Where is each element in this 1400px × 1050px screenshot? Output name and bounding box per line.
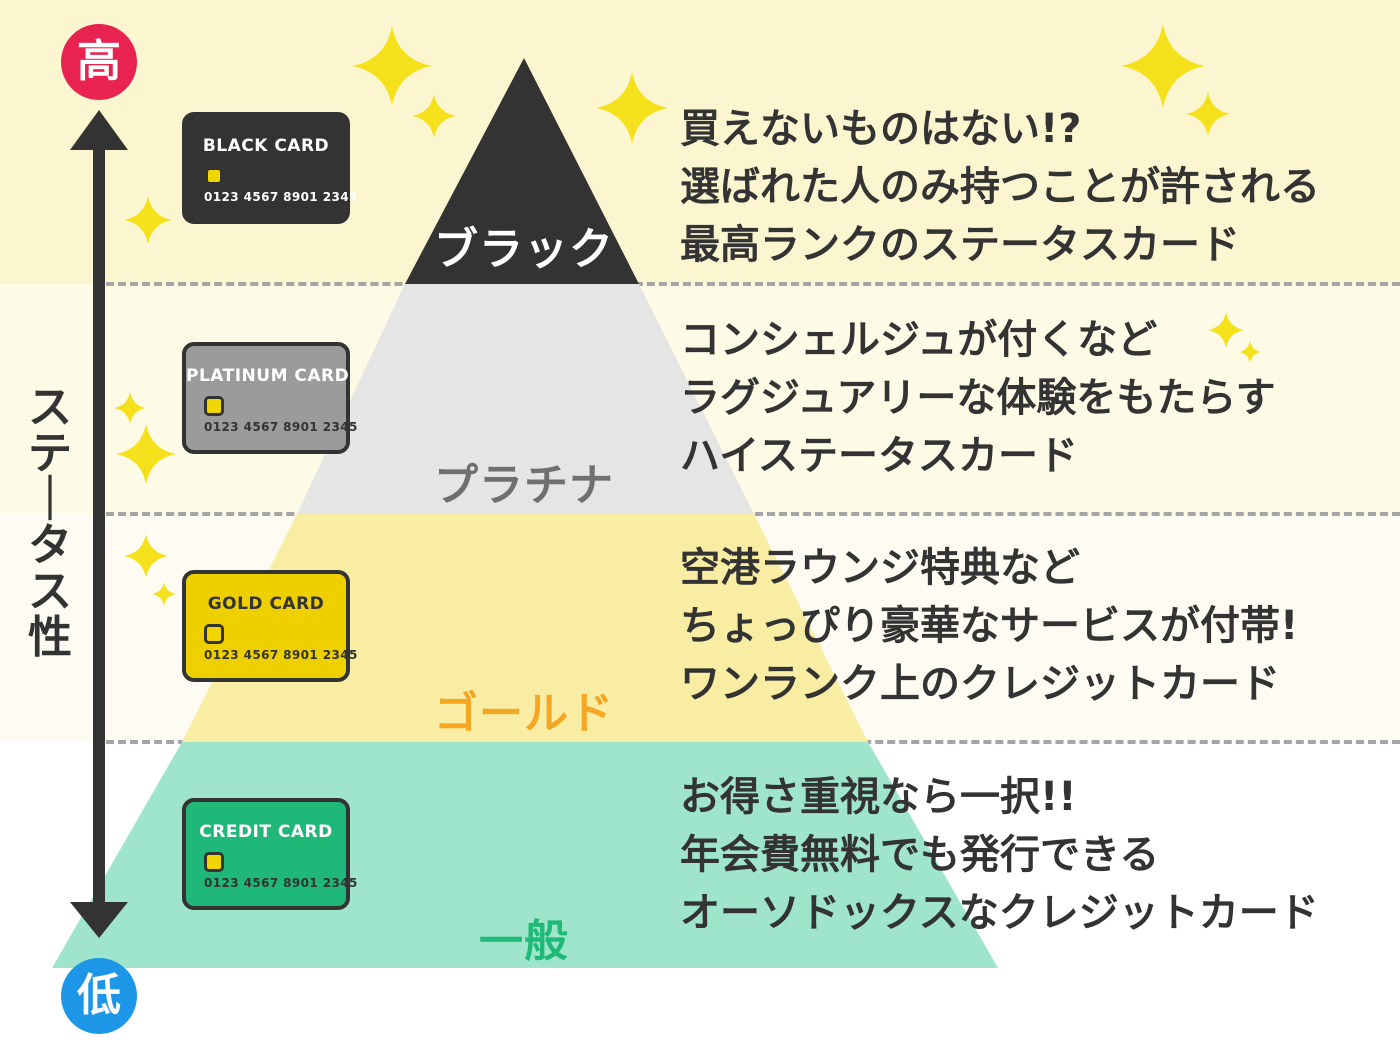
axis-arrow-down-icon [70,902,128,938]
axis-title-glyph: ス [28,566,72,617]
description-line: 最高ランクのステータスカード [680,222,1240,268]
card-title: BLACK CARD [202,136,330,156]
description-platinum: コンシェルジュが付くなど ラグジュアリーな体験をもたらす ハイステータスカード [680,311,1276,485]
description-line: オーソドックスなクレジットカード [680,890,1319,936]
black-card-image: BLACK CARD 0123 4567 8901 2345 [182,112,357,224]
description-line: お得さ重視なら一択!! [680,774,1077,820]
description-line: ハイステータスカード [680,433,1078,479]
description-line: ちょっぴり豪華なサービスが付帯! [680,603,1299,649]
axis-title-glyph: 性 [28,612,72,663]
card-title: GOLD CARD [207,594,325,614]
card-chip-icon [204,396,224,416]
axis-title-glyph: テ [28,428,72,479]
description-line: 買えないものはない!? [680,106,1082,152]
description-line: コンシェルジュが付くなど [680,317,1158,363]
axis-title: ステ｜タス性 [28,385,72,661]
card-number: 0123 4567 8901 2345 [204,648,358,662]
description-line: 空港ラウンジ特典など [680,545,1080,591]
axis-line [93,140,105,912]
card-chip-icon [204,624,224,644]
description-line: 選ばれた人のみ持つことが許される [680,164,1320,210]
axis-arrow-up-icon [70,110,128,150]
low-level-badge: 低 [61,958,137,1034]
credit-card-image: CREDIT CARD 0123 4567 8901 2345 [182,798,357,910]
tier-label-black: ブラック [434,224,614,275]
description-line: ラグジュアリーな体験をもたらす [680,375,1276,421]
description-line: 年会費無料でも発行できる [680,832,1160,878]
high-level-badge: 高 [61,24,137,100]
status-axis [70,110,128,938]
card-title: CREDIT CARD [199,822,333,842]
card-number: 0123 4567 8901 2345 [204,420,358,434]
card-title: PLATINUM CARD [186,366,350,386]
card-chip-icon [208,170,220,182]
card-number: 0123 4567 8901 2345 [204,190,358,204]
axis-title-glyph: ス [28,382,72,433]
description-gold: 空港ラウンジ特典など ちょっぴり豪華なサービスが付帯! ワンランク上のクレジット… [680,539,1298,713]
tier-label-gold: ゴールド [434,688,614,739]
card-chip-icon [204,852,224,872]
axis-title-glyph: タ [28,520,72,571]
pyramid-tier-platinum [297,284,754,514]
description-general: お得さ重視なら一択!! 年会費無料でも発行できる オーソドックスなクレジットカー… [680,768,1319,942]
pyramid-tier-gold [182,514,868,742]
gold-card-image: GOLD CARD 0123 4567 8901 2345 [182,570,357,682]
divider-1 [106,282,1400,286]
tier-label-general: 一般 [479,916,569,967]
description-line: ワンランク上のクレジットカード [680,661,1280,707]
platinum-card-image: PLATINUM CARD 0123 4567 8901 2345 [182,342,357,454]
description-black: 買えないものはない!? 選ばれた人のみ持つことが許される 最高ランクのステータス… [680,100,1320,274]
axis-title-glyph: ｜ [28,474,72,525]
card-number: 0123 4567 8901 2345 [204,876,358,890]
tier-label-platinum: プラチナ [434,460,614,511]
pyramid-tier-black [405,58,639,284]
